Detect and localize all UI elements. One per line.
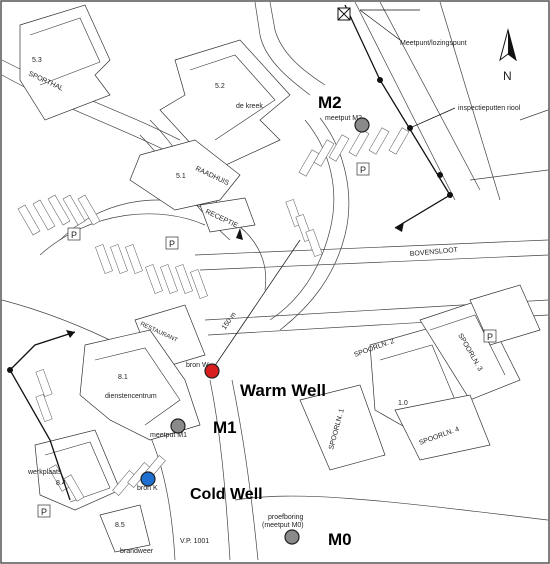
parking-label: P: [41, 507, 47, 517]
monitor-sub-label-2: (meetput M0): [262, 522, 304, 529]
label-meetpunt: Meetpunt/lozingspunt: [400, 40, 467, 47]
receptie-arrow: [236, 228, 243, 240]
label-bovensloot: BOVENSLOOT: [410, 247, 459, 258]
north-arrow: N: [499, 28, 517, 83]
label-werk-no: 8.4: [56, 480, 66, 487]
building-complex-c: [299, 384, 386, 471]
parking-label: P: [360, 165, 366, 175]
monitor-marker: [354, 117, 370, 133]
label-kreek: de kreek: [236, 103, 263, 110]
parking-signs: P P P P P: [37, 162, 497, 518]
monitor-m0: proefboring (meetput M0) M0: [262, 514, 352, 549]
building-receptie: [199, 197, 256, 233]
well-marker: [140, 471, 156, 487]
label-sporthal-no: 5.3: [32, 57, 42, 64]
monitor-id: M0: [328, 530, 352, 549]
label-dienst-no: 8.1: [118, 374, 128, 381]
label-dienstencentrum: dienstencentrum: [105, 393, 157, 400]
parking-label: P: [71, 230, 77, 240]
monitor-sub-label: proefboring: [268, 514, 304, 521]
label-vp: V.P. 1001: [180, 538, 209, 545]
label-raadhuis-no: 5.1: [176, 173, 186, 180]
parking-label: P: [487, 332, 493, 342]
cold-well: bron K Cold Well: [137, 471, 263, 503]
building-sporthal: [19, 4, 111, 121]
label-brandweer: brandweer: [120, 548, 154, 555]
building-brandweer: [99, 504, 151, 553]
label-inspectie: inspectieputten riool: [458, 105, 521, 112]
building-kreek: [159, 39, 291, 171]
building-raadhuis: [129, 139, 241, 211]
monitor-marker: [284, 529, 300, 545]
monitor-marker: [170, 418, 186, 434]
north-label: N: [503, 69, 512, 83]
sewer-line: [7, 4, 456, 501]
monitor-sub-label: meetput M1: [150, 432, 187, 439]
monitor-sub-label: meetput M2: [325, 115, 362, 122]
label-werkplaats: werkplaats: [27, 469, 62, 476]
well-marker: [204, 363, 220, 379]
monitor-id: M2: [318, 93, 342, 112]
monitor-id: M1: [213, 418, 237, 437]
building-werkplaats: [34, 429, 121, 511]
well-source-label: bron W: [186, 362, 209, 369]
parking-label: P: [169, 239, 175, 249]
well-label: Cold Well: [190, 486, 263, 503]
label-lo: 1.0: [398, 400, 408, 407]
warm-well: bron W Warm Well: [186, 362, 326, 400]
well-label: Warm Well: [240, 381, 326, 400]
monitor-m2: meetput M2 M2: [318, 93, 370, 133]
label-brand-no: 8.5: [115, 522, 125, 529]
monitor-m1: meetput M1 M1: [150, 418, 237, 439]
distance-line: [211, 239, 301, 371]
buildings: [19, 4, 541, 553]
building-complex-d: [394, 394, 491, 461]
well-source-label: bron K: [137, 485, 158, 492]
label-kreek-no: 5.2: [215, 83, 225, 90]
